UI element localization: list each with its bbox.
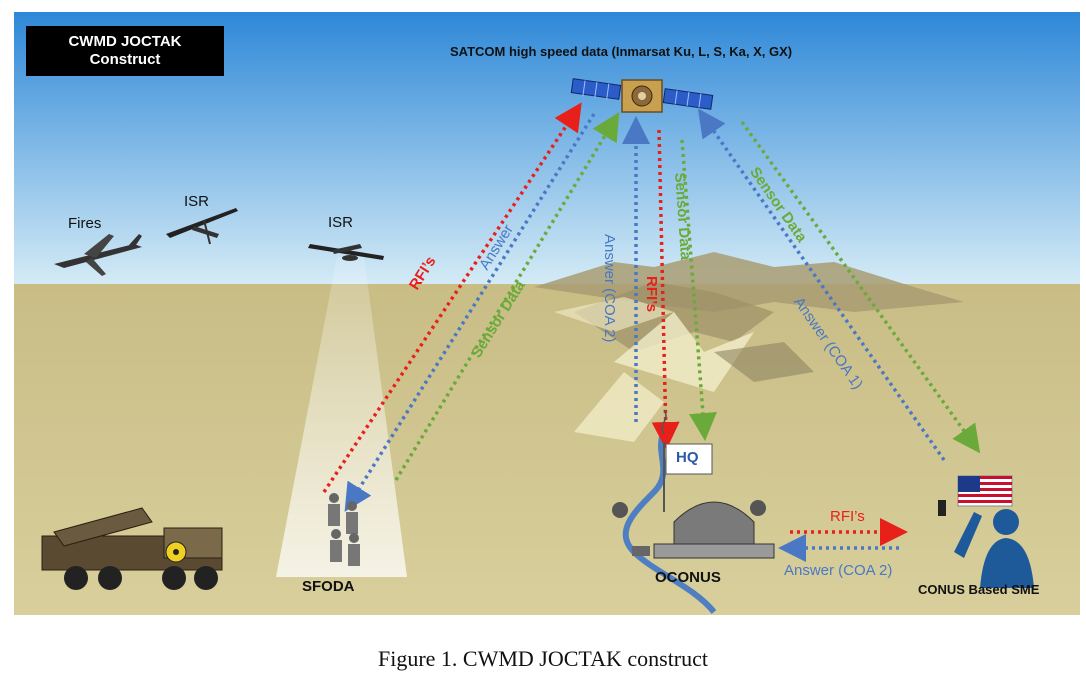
hq-label: HQ [676,449,699,466]
ground-rfi-label: RFI’s [830,508,865,525]
conus-sme-icon [938,500,1034,588]
oconus-label: OCONUS [655,569,721,586]
sfoda-rfi-arrow [322,102,582,493]
mountain-range [534,252,964,442]
conus-sme-label: CONUS Based SME [918,582,1040,597]
sfoda-answer-arrow [344,113,596,512]
isr-drone-left-icon [166,208,238,245]
satellite-icon [570,78,714,113]
conus-sensor-arrow [740,120,981,454]
link-arrows [322,102,981,562]
hq-rfi-arrow [651,129,680,450]
title-line-1: CWMD JOCTAK [68,33,182,50]
isr-sensor-beam [276,257,407,577]
rocket-launcher-truck-icon [41,507,223,590]
us-flag-icon [957,475,1013,507]
figure-caption: Figure 1. CWMD JOCTAK construct [377,646,709,671]
hq-answer-label: Answer (COA 2) [601,234,618,343]
hq-rfi-label: RFI’s [643,276,660,313]
conus-answer-arrow [697,108,946,462]
fires-aircraft-icon [54,234,142,276]
isr-drone-right-icon [308,244,384,261]
hq-sensor-arrow [680,139,717,441]
ground-answer-label: Answer (COA 2) [784,562,893,579]
isr-left-label: ISR [184,193,210,210]
title-line-2: Construct [89,51,161,68]
diagram-scene: SATCOM high speed data (Inmarsat Ku, L, … [14,12,1080,615]
sfoda-team-icon [328,493,360,566]
hq-facility-icon [612,409,775,559]
title-box: CWMD JOCTAK Construct [26,26,224,76]
diagram-canvas [14,12,1080,615]
sfoda-label: SFODA [302,578,355,595]
isr-right-label: ISR [328,214,354,231]
satcom-label: SATCOM high speed data (Inmarsat Ku, L, … [450,44,793,59]
fires-label: Fires [68,215,102,232]
